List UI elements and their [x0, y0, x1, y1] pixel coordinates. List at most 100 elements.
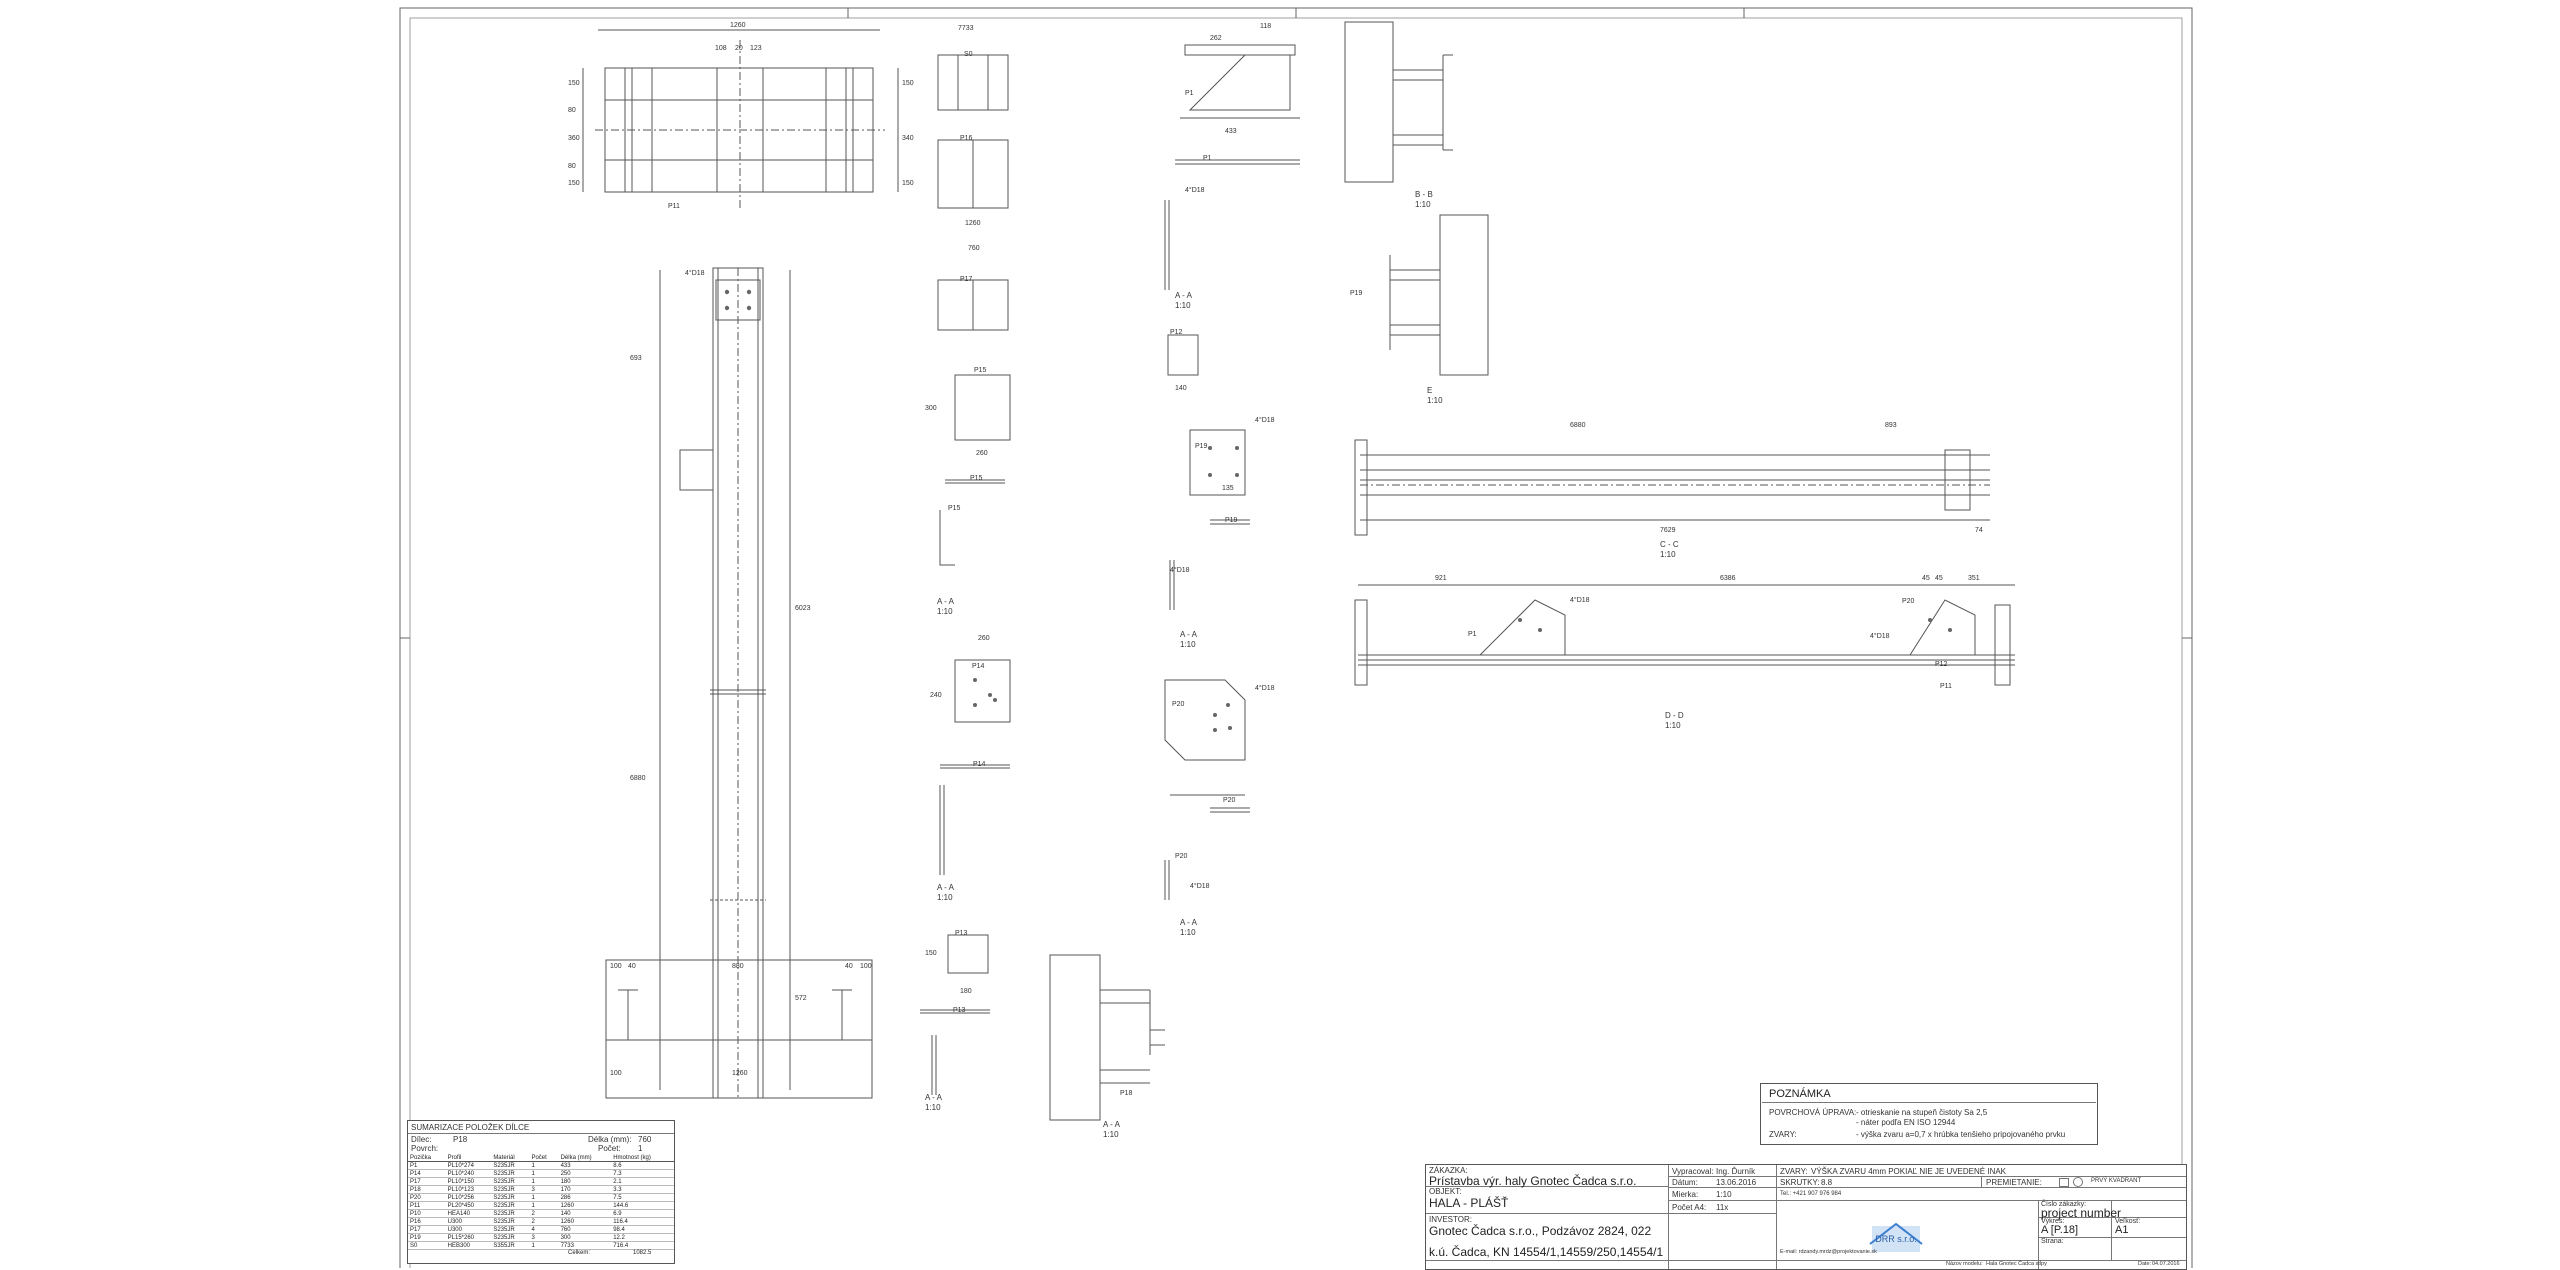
dim-dd-e: 45	[1935, 575, 1943, 582]
table-cell: 1	[529, 1161, 559, 1170]
table-cell: PL10*150	[445, 1177, 492, 1186]
table-cell: 1	[529, 1193, 559, 1202]
dim-dd-a: 921	[1435, 575, 1447, 582]
section-aa-2-scale: 1:10	[937, 607, 953, 616]
note-row1-val: - otrieskanie na stupeň čistoty Sa 2,5	[1856, 1108, 1988, 1117]
dim-base-w: 1260	[732, 1070, 748, 1077]
section-ee: E	[1427, 386, 1432, 395]
dim-s0: 7733	[958, 25, 974, 32]
dim-plan-side-d: 150	[568, 180, 580, 187]
table-cell: 2.1	[611, 1177, 674, 1186]
table-cell: P10	[408, 1209, 446, 1218]
bom-col-hmotnost: Hmotnost (kg)	[611, 1154, 674, 1162]
label-dd-p12: P12	[1935, 661, 1948, 668]
tb-premietanie-label: PREMIETANIE:	[1986, 1178, 2042, 1187]
table-cell: 144.6	[611, 1201, 674, 1210]
note-row1-val2: - náter podľa EN ISO 12944	[1856, 1118, 1956, 1127]
table-cell: 180	[558, 1177, 612, 1186]
label-p19-sec: P19	[1350, 290, 1363, 297]
bom-title: SUMARIZACE POLOŽEK DÍLCE	[411, 1123, 530, 1132]
bom-delka: 760	[638, 1135, 652, 1144]
section-aa-3: A - A	[937, 883, 955, 892]
label-dd-p20: P20	[1902, 598, 1915, 605]
projection-circle-icon	[2073, 1177, 2083, 1187]
bom-col-profil: Profil	[445, 1154, 492, 1162]
dim-p1: 433	[1225, 128, 1237, 135]
tb-nazov: Hala Gnotec Čadca stĺpy	[1986, 1261, 2047, 1267]
bom-col-pocet: Počet	[529, 1154, 559, 1162]
bom-panel: SUMARIZACE POLOŽEK DÍLCE Dílec: P18 Délk…	[407, 1120, 675, 1264]
section-dd: D - D	[1665, 711, 1684, 720]
table-cell: S235JR	[491, 1185, 530, 1194]
bolts-p19: 4°D18	[1255, 416, 1275, 424]
label-p12: P12	[1170, 329, 1183, 336]
bom-dilec: P18	[453, 1135, 468, 1144]
dim-plan-side-a: 150	[568, 80, 580, 87]
projection-rect-icon	[2059, 1178, 2069, 1187]
table-cell: S235JR	[491, 1169, 530, 1178]
note-divider	[1762, 1102, 2096, 1103]
bom-table: Pozička Profil Materiál Počet Délka (mm)…	[408, 1154, 674, 1250]
section-aa-6: A - A	[1180, 918, 1198, 927]
table-cell: 1	[529, 1169, 559, 1178]
table-cell: 3	[529, 1185, 559, 1194]
section-aa-3-scale: 1:10	[937, 893, 953, 902]
table-cell: P19	[408, 1233, 446, 1242]
section-aa-5-scale: 1:10	[1180, 640, 1196, 649]
table-cell: 1260	[558, 1217, 612, 1226]
dim-p14-w: 260	[978, 635, 990, 642]
dim-base-e: 100	[860, 963, 872, 970]
dim-plan-c: 123	[750, 45, 762, 52]
dim-cc-end: 893	[1885, 422, 1897, 429]
tb-vykres: A [P.18]	[2041, 1224, 2079, 1236]
table-cell: PL10*240	[445, 1169, 492, 1178]
dim-cc-len: 6880	[1570, 422, 1586, 429]
table-cell: 1	[529, 1177, 559, 1186]
tb-mierka: 1:10	[1716, 1190, 1732, 1199]
bom-total-label: Celkem:	[568, 1250, 591, 1256]
table-cell: 7.3	[611, 1169, 674, 1178]
table-cell: 300	[558, 1233, 612, 1242]
table-cell: U300	[445, 1217, 492, 1226]
label-p13: P13	[955, 930, 968, 937]
dim-p12-w: 140	[1175, 385, 1187, 392]
bolts-p20c: 4°D18	[1190, 882, 1210, 890]
tb-nazov-label: Názov modelu:	[1946, 1261, 1983, 1267]
label-s0: S0	[964, 51, 973, 58]
tb-objekt-label: OBJEKT:	[1429, 1187, 1462, 1196]
tb-zakazka-label: ZÁKAZKA:	[1429, 1166, 1468, 1175]
dim-p14-h: 240	[930, 692, 942, 699]
dim-p1-top2: 118	[1260, 23, 1271, 30]
dim-p17: 760	[968, 245, 980, 252]
bolt-holes	[724, 289, 1952, 732]
table-cell: 140	[558, 1209, 612, 1218]
tb-date: 04.07.2016	[2152, 1261, 2180, 1267]
section-aa-5: A - A	[1180, 630, 1198, 639]
table-cell: S235JR	[491, 1217, 530, 1226]
section-aa-7: A - A	[1103, 1120, 1121, 1129]
tb-email: E-mail: rdzandy.mrdz@projektovanie.sk	[1780, 1249, 1877, 1255]
bom-total: 1082.5	[633, 1250, 652, 1256]
bom-pocet: 1	[638, 1144, 643, 1153]
table-cell: 98.4	[611, 1225, 674, 1234]
table-cell: 116.4	[611, 1217, 674, 1226]
tb-zvary: VÝŠKA ZVARU 4mm POKIAĽ NIE JE UVEDENÉ IN…	[1811, 1167, 2007, 1176]
label-p14: P14	[972, 663, 985, 670]
table-cell: P20	[408, 1193, 446, 1202]
dim-cc-total: 7629	[1660, 527, 1676, 534]
dim-plan-b: 20	[735, 45, 743, 52]
table-cell: PL10*123	[445, 1185, 492, 1194]
label-p20b: P20	[1223, 797, 1236, 804]
label-dd-p11: P11	[1940, 683, 1952, 690]
note-row2-val: - výška zvaru a=0,7 x hrúbka tenšieho pr…	[1856, 1130, 2066, 1139]
bom-povrch-label: Povrch:	[411, 1144, 439, 1153]
tb-skrutky: 8.8	[1821, 1178, 1833, 1187]
column-elevation	[605, 267, 873, 1100]
